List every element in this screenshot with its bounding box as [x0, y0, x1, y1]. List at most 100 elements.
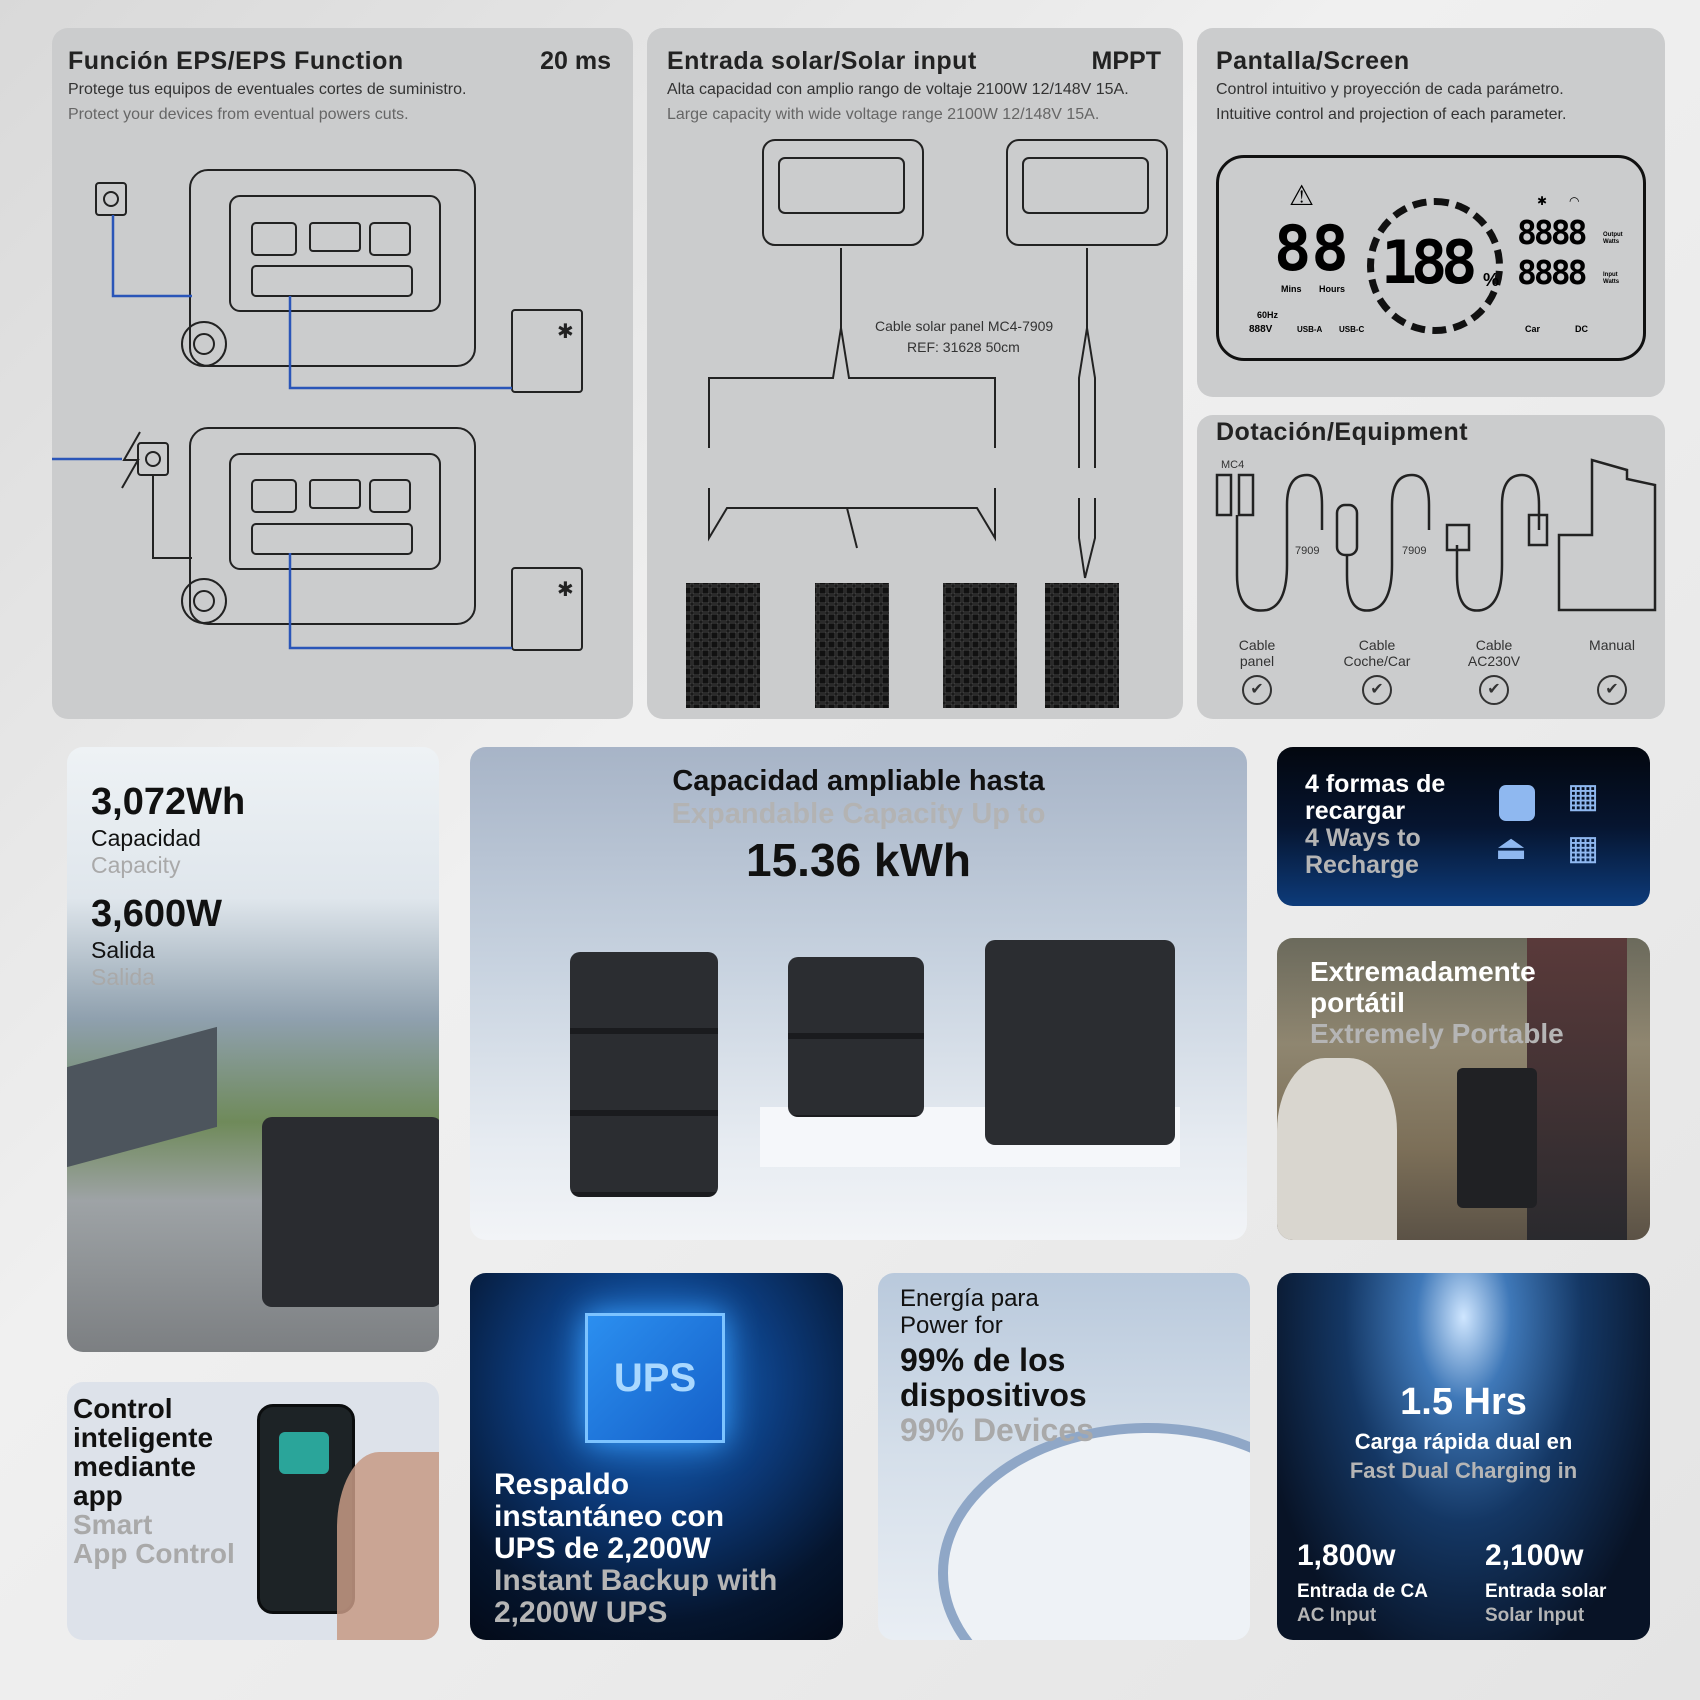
hand-photo	[337, 1452, 439, 1640]
recharge-title-en-2: Recharge	[1305, 851, 1419, 879]
lcd-input-label: Input Watts	[1603, 272, 1620, 285]
solar-sun-icon: ▦	[1567, 777, 1600, 815]
ac-outlet-icon	[1499, 785, 1535, 821]
output-value: 3,600W	[91, 893, 222, 935]
item-label-line2: panel	[1239, 653, 1275, 669]
app-title-en-2: App Control	[73, 1538, 235, 1569]
solar-diagram	[686, 139, 1168, 708]
specs-card: 3,072Wh Capacidad Capacity 3,600W Salida…	[67, 747, 439, 1352]
power-station-stack-2	[788, 957, 924, 1117]
lcd-percent: 188	[1381, 228, 1477, 298]
solar-input-en: Solar Input	[1485, 1605, 1585, 1626]
charging-en: Fast Dual Charging in	[1349, 1458, 1578, 1483]
app-title-es-3: mediante	[73, 1451, 196, 1482]
svg-text:✱: ✱	[557, 321, 574, 343]
recharge-title-es-1: 4 formas de	[1305, 770, 1446, 798]
check-circle-icon: ✔	[1479, 675, 1509, 705]
ups-chip-label: UPS	[613, 1356, 697, 1400]
lcd-usb-c: USB-C	[1339, 325, 1365, 334]
lcd-input: 8888	[1517, 253, 1588, 292]
lcd-output: 8888	[1517, 213, 1588, 252]
power-station-stack-1	[570, 952, 718, 1197]
connector-label-2: 7909	[1402, 545, 1427, 557]
capacity-value: 3,072Wh	[91, 781, 246, 823]
ups-title-es-3: UPS de 2,200W	[494, 1532, 711, 1565]
person-photo	[1527, 938, 1627, 1240]
product-photo	[262, 1117, 439, 1307]
svg-text:✱: ✱	[557, 579, 574, 601]
solar-cable-label: Cable solar panel MC4-7909	[872, 318, 1057, 335]
ups-card: UPS Respaldo instantáneo con UPS de 2,20…	[470, 1273, 843, 1640]
ups-title-en-1: Instant Backup with	[494, 1564, 778, 1597]
rolling-station-photo	[1457, 1068, 1537, 1208]
charging-time: 1.5 Hrs	[1400, 1381, 1527, 1423]
devices-title-en-2: 99% Devices	[900, 1412, 1094, 1448]
lcd-mins: Mins	[1281, 284, 1302, 294]
screen-desc-en: Intuitive control and projection of each…	[1216, 106, 1567, 123]
devices-title-en-1: Power for	[900, 1312, 1003, 1339]
app-title-es-4: app	[73, 1480, 123, 1511]
check-circle-icon: ✔	[1597, 675, 1627, 705]
ups-title-es-1: Respaldo	[494, 1468, 630, 1501]
eps-tag: 20 ms	[540, 47, 611, 75]
equipment-drawings	[1215, 458, 1657, 612]
devices-title-es-3: dispositivos	[900, 1377, 1087, 1413]
devices-title-es-2: 99% de los	[900, 1342, 1066, 1378]
ups-title-es-2: instantáneo con	[494, 1500, 725, 1533]
devices-title-es-1: Energía para	[900, 1285, 1039, 1312]
solar-panel-photo	[67, 1026, 217, 1168]
portable-title-es-1: Extremadamente	[1310, 956, 1536, 987]
check-circle-icon: ✔	[1242, 675, 1272, 705]
eps-desc-es: Protege tus equipos de eventuales cortes…	[68, 81, 467, 98]
item-label-line1: Cable	[1475, 637, 1513, 653]
lcd-output-label: Output Watts	[1603, 232, 1623, 245]
ups-title-en-2: 2,200W UPS	[494, 1596, 668, 1629]
solar-tag: MPPT	[1091, 47, 1161, 75]
lcd-freq: 60Hz	[1257, 310, 1279, 320]
solar-cable-ref: REF: 31628 50cm	[907, 339, 1020, 355]
eps-title: Función EPS/EPS Function	[68, 47, 404, 75]
recharge-card: 4 formas de recargar 4 Ways to Recharge …	[1277, 747, 1650, 906]
output-label-en: Salida	[91, 964, 155, 990]
wifi-icon: ◠	[1569, 194, 1580, 208]
solar-desc-en: Large capacity with wide voltage range 2…	[667, 106, 1100, 123]
item-label-line1: Manual	[1589, 637, 1635, 653]
ac-input-value: 1,800w	[1297, 1539, 1396, 1572]
lcd-dc: DC	[1575, 324, 1588, 334]
portable-title-es-2: portátil	[1310, 987, 1405, 1018]
power-station-stack-3	[985, 940, 1175, 1145]
screen-desc-es: Control intuitivo y proyección de cada p…	[1216, 81, 1564, 98]
lcd-display: ⚠ 88 Mins Hours 60Hz 888V USB-A USB-C 18…	[1216, 155, 1646, 361]
app-control-card: Control inteligente mediante app Smart A…	[67, 1382, 439, 1640]
lcd-volt: 888V	[1249, 324, 1273, 335]
portable-title-en: Extremely Portable	[1310, 1018, 1564, 1049]
eps-panel: Función EPS/EPS Function 20 ms Protege t…	[52, 28, 633, 719]
expandable-capacity-card: Capacidad ampliable hasta Expandable Cap…	[470, 747, 1247, 1240]
item-label-line1: Cable	[1238, 637, 1276, 653]
solar-title: Entrada solar/Solar input	[667, 47, 977, 75]
phone-screen-widget	[279, 1432, 329, 1474]
lcd-car: Car	[1525, 324, 1541, 334]
dog-photo	[1277, 1058, 1397, 1240]
solar-desc-es: Alta capacidad con amplio rango de volta…	[667, 81, 1129, 98]
app-title-es-1: Control	[73, 1393, 173, 1424]
capacity-label-en: Capacity	[91, 852, 181, 878]
output-label-es: Salida	[91, 937, 155, 963]
expand-title-en: Expandable Capacity Up to	[671, 798, 1046, 830]
equipment-title: Dotación/Equipment	[1216, 418, 1469, 446]
lcd-time: 88	[1274, 212, 1349, 285]
capacity-label-es: Capacidad	[91, 825, 201, 851]
portable-card: Extremadamente portátil Extremely Portab…	[1277, 938, 1650, 1240]
ac-input-es: Entrada de CA	[1297, 1581, 1428, 1602]
screen-panel: Pantalla/Screen Control intuitivo y proy…	[1197, 28, 1665, 397]
fast-charging-card: 1.5 Hrs Carga rápida dual en Fast Dual C…	[1277, 1273, 1650, 1640]
item-label-line2: AC230V	[1467, 653, 1521, 669]
mc4-label: MC4	[1221, 459, 1245, 471]
eps-diagram: ✱✱	[52, 169, 583, 651]
check-circle-icon: ✔	[1362, 675, 1392, 705]
connector-label-1: 7909	[1295, 545, 1320, 557]
recharge-title-en-1: 4 Ways to	[1305, 824, 1421, 852]
expand-title-es: Capacidad ampliable hasta	[672, 765, 1045, 797]
